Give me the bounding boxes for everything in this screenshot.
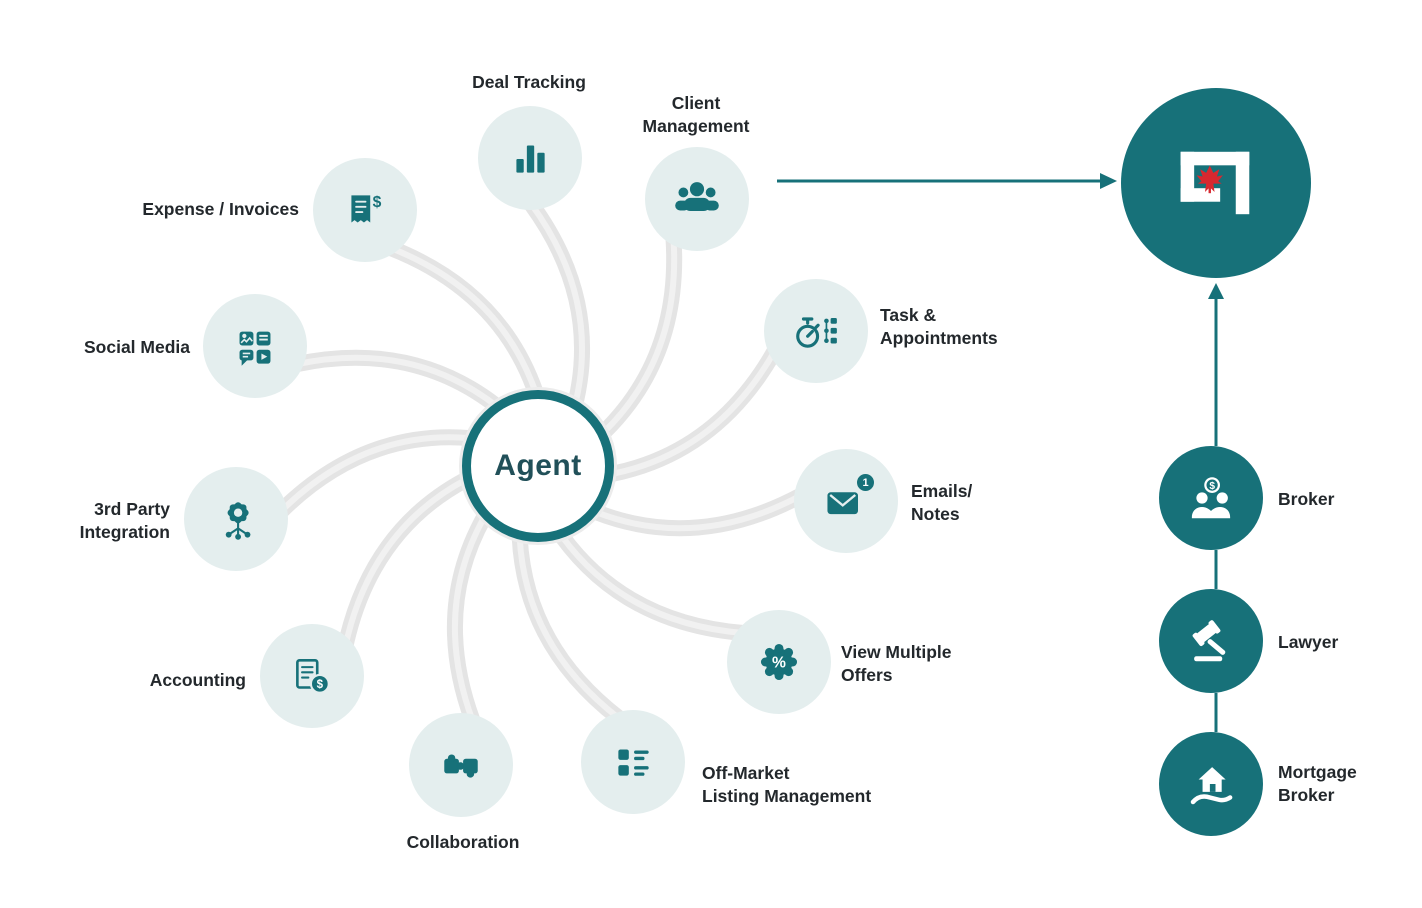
feature-label-off-market-listing: Off-Market Listing Management (702, 763, 872, 807)
feature-label-social-media: Social Media (83, 337, 190, 357)
receipt-dollar-icon: $ (351, 194, 382, 223)
feature-node-task-appointments (764, 279, 868, 383)
swirl-petal-highlight (278, 434, 473, 514)
feature-node-collaboration (409, 713, 513, 817)
feature-label-accounting: Accounting (149, 670, 246, 690)
arrow-broker-to-platform-head (1208, 283, 1224, 299)
stopwatch-checklist-icon (796, 317, 837, 348)
clients-group-icon (675, 182, 719, 211)
puzzle-icon (444, 754, 478, 778)
feature-label-client-management: Client Management (642, 93, 750, 137)
swirl-petal (553, 528, 752, 641)
partner-label-broker: Broker (1278, 489, 1335, 509)
gear-network-icon (225, 502, 251, 540)
feature-node-client-management (645, 147, 749, 251)
feature-label-expense-invoices: Expense / Invoices (142, 199, 299, 219)
partner-node-lawyer (1159, 589, 1263, 693)
house-in-hand-icon (1190, 767, 1233, 805)
swirl-petal (289, 349, 504, 414)
feature-node-3rd-party-integration (184, 467, 288, 571)
feature-node-social-media (203, 294, 307, 398)
agent-hub: Agent (462, 390, 614, 542)
partner-label-lawyer: Lawyer (1278, 632, 1339, 652)
dollar-glyph: $ (373, 194, 382, 211)
invoice-dollar-icon: $ (296, 659, 330, 694)
swirl-petal-highlight (516, 534, 622, 722)
partner-label-mortgage-broker: Mortgage Broker (1278, 762, 1357, 806)
email-notification-icon (827, 492, 858, 515)
feature-label-collaboration: Collaboration (406, 832, 520, 852)
listing-checklist-icon (618, 749, 649, 776)
feature-node-expense-invoices: $ (313, 158, 417, 262)
agent-hub-label: Agent (494, 449, 582, 482)
swirl-petal-highlight (528, 201, 586, 406)
social-media-grid-icon (239, 331, 271, 366)
feature-node-deal-tracking (478, 106, 582, 210)
feature-node-off-market-listing (581, 710, 685, 814)
dollar-glyph: $ (317, 679, 324, 691)
feature-label-deal-tracking: Deal Tracking (472, 72, 586, 92)
feature-node-emails-notes: 1 (794, 449, 898, 553)
partner-node-mortgage-broker (1159, 732, 1263, 836)
email-count-badge: 1 (855, 472, 876, 493)
swirl-petal-highlight (608, 348, 778, 477)
gavel-icon (1192, 620, 1226, 662)
bar-chart-icon (516, 145, 545, 173)
swirl-petal (603, 343, 783, 482)
feature-label-task-appointments: Task & Appointments (880, 305, 998, 349)
dollar-glyph: $ (1209, 481, 1215, 492)
swirl-petal-highlight (600, 235, 678, 436)
feature-label-view-multiple-offers: View Multiple Offers (841, 642, 952, 686)
arrow-client-to-platform-head (1100, 173, 1117, 189)
swirl-petal-highlight (387, 245, 539, 395)
brand-logo (1180, 151, 1250, 215)
broker-people-dollar-icon: $ (1191, 477, 1231, 519)
swirl-petal (511, 529, 627, 727)
feature-node-accounting: $ (260, 624, 364, 728)
percent-glyph: % (772, 655, 786, 672)
feature-label-3rd-party-integration: 3rd Party Integration (79, 499, 170, 543)
platform-logo-circle (1121, 88, 1311, 278)
partner-node-broker: $ (1159, 446, 1263, 550)
swirl-petal-highlight (294, 354, 499, 409)
swirl-petal-highlight (342, 476, 469, 648)
swirl-petal-highlight (452, 513, 488, 724)
feature-node-view-multiple-offers: % (727, 610, 831, 714)
swirl-petal-highlight (592, 492, 804, 532)
percent-badge-icon: % (760, 643, 798, 681)
maple-leaf-icon (1196, 165, 1223, 194)
swirl-petal-highlight (558, 533, 747, 636)
feature-label-emails-notes: Emails/ Notes (911, 481, 973, 525)
